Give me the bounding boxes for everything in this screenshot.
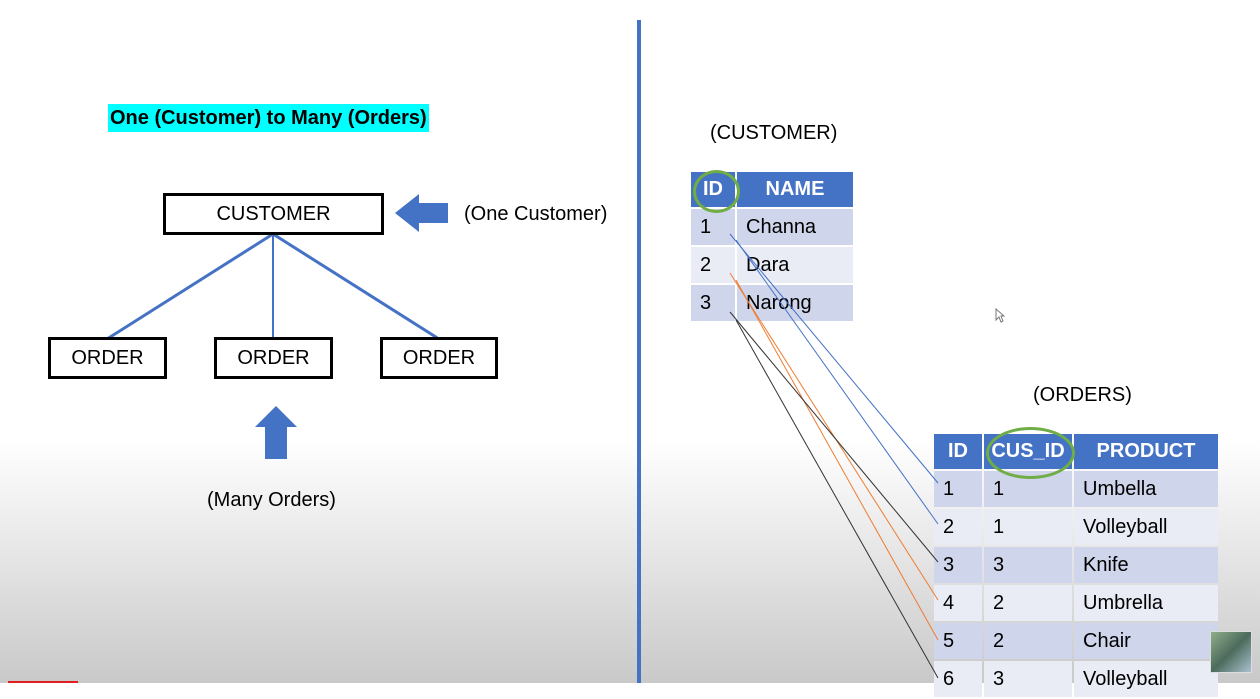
customer-table: ID NAME 1 Channa 2 Dara 3 Narong xyxy=(689,170,855,323)
order-box-1: ORDER xyxy=(48,337,167,379)
order-id-cell: 3 xyxy=(934,547,982,583)
order-cus-id-cell: 3 xyxy=(984,661,1072,697)
many-orders-label: (Many Orders) xyxy=(207,489,336,511)
connector-line-3 xyxy=(272,232,440,341)
video-progress-bar[interactable] xyxy=(8,681,78,683)
order-product-cell: Chair xyxy=(1074,623,1218,659)
order-id-cell: 2 xyxy=(934,509,982,545)
order-product-cell: Umbella xyxy=(1074,471,1218,507)
order-cus-id-cell: 2 xyxy=(984,585,1072,621)
table-row: 6 3 Volleyball xyxy=(934,661,1218,697)
order-cus-id-cell: 3 xyxy=(984,547,1072,583)
table-row: 1 1 Umbella xyxy=(934,471,1218,507)
customer-header-name: NAME xyxy=(737,172,853,207)
customer-name-cell: Narong xyxy=(737,285,853,321)
customer-header-id: ID xyxy=(691,172,735,207)
cursor-icon xyxy=(995,308,1005,323)
presenter-thumbnail[interactable] xyxy=(1210,631,1252,673)
connector-lines xyxy=(106,194,448,459)
order-cus-id-cell: 1 xyxy=(984,509,1072,545)
order-id-cell: 1 xyxy=(934,471,982,507)
customer-table-caption: (CUSTOMER) xyxy=(710,122,838,144)
vertical-divider xyxy=(637,20,641,683)
one-customer-label: (One Customer) xyxy=(464,203,608,225)
orders-header-cus-id: CUS_ID xyxy=(984,434,1072,469)
order-id-cell: 6 xyxy=(934,661,982,697)
order-product-cell: Volleyball xyxy=(1074,509,1218,545)
order-product-cell: Umbrella xyxy=(1074,585,1218,621)
order-cus-id-cell: 2 xyxy=(984,623,1072,659)
order-cus-id-cell: 1 xyxy=(984,471,1072,507)
link-line-5 xyxy=(729,311,939,563)
orders-header-id: ID xyxy=(934,434,982,469)
customer-box: CUSTOMER xyxy=(163,193,384,235)
table-row: 3 Narong xyxy=(691,285,853,321)
left-arrow-icon xyxy=(395,194,448,232)
order-id-cell: 5 xyxy=(934,623,982,659)
order-id-cell: 4 xyxy=(934,585,982,621)
orders-header-product: PRODUCT xyxy=(1074,434,1218,469)
customer-id-cell: 2 xyxy=(691,247,735,283)
diagram-title: One (Customer) to Many (Orders) xyxy=(108,104,429,132)
table-row: 5 2 Chair xyxy=(934,623,1218,659)
customer-name-cell: Channa xyxy=(737,209,853,245)
link-line-4 xyxy=(735,279,939,641)
orders-table: ID CUS_ID PRODUCT 1 1 Umbella 2 1 Volley… xyxy=(932,432,1220,699)
customer-id-cell: 1 xyxy=(691,209,735,245)
table-row: 3 3 Knife xyxy=(934,547,1218,583)
link-line-6 xyxy=(735,319,939,679)
customer-name-cell: Dara xyxy=(737,247,853,283)
table-row: 1 Channa xyxy=(691,209,853,245)
orders-table-caption: (ORDERS) xyxy=(1033,384,1132,406)
order-product-cell: Knife xyxy=(1074,547,1218,583)
table-row: 4 2 Umbrella xyxy=(934,585,1218,621)
table-row: 2 1 Volleyball xyxy=(934,509,1218,545)
up-arrow-icon xyxy=(255,406,297,459)
table-row: 2 Dara xyxy=(691,247,853,283)
order-box-3: ORDER xyxy=(380,337,498,379)
order-box-2: ORDER xyxy=(214,337,333,379)
order-product-cell: Volleyball xyxy=(1074,661,1218,697)
customer-id-cell: 3 xyxy=(691,285,735,321)
connector-line-1 xyxy=(106,232,274,341)
